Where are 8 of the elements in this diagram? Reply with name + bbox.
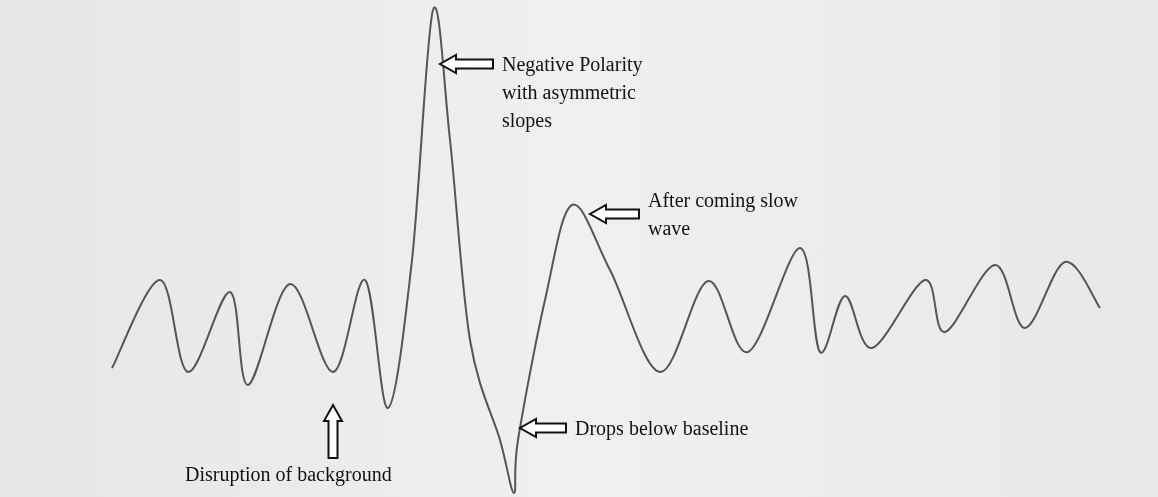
block-arrow: [587, 203, 640, 225]
block-arrow: [437, 53, 494, 75]
annotation-text: After coming slow wave: [648, 186, 833, 242]
annotation-text: Drops below baseline: [575, 414, 835, 442]
annotation-text: Negative Polarity with asymmetric slopes: [502, 50, 672, 134]
annotation-text: Disruption of background: [185, 460, 445, 488]
block-arrow: [517, 417, 567, 439]
block-arrow: [322, 402, 344, 459]
